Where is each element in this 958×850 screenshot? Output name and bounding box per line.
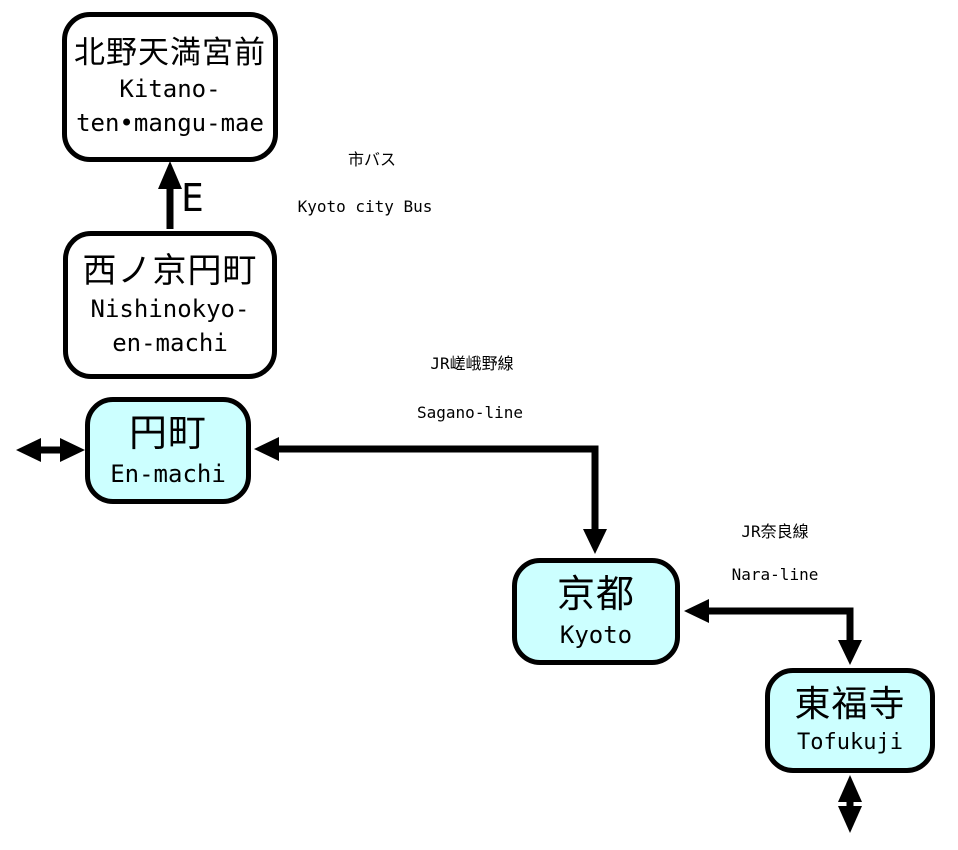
- node-kitano-tenmangu-mae: 北野天満宮前 Kitano- ten•mangu-mae: [62, 12, 278, 162]
- arrow-nara-line: [684, 599, 862, 665]
- station-name-jp: 東福寺: [794, 684, 906, 726]
- station-name-en: en-machi: [112, 329, 228, 358]
- label-sagano-line-jp: JR嵯峨野線: [430, 354, 514, 373]
- label-sagano-line-en: Sagano-line: [417, 403, 523, 422]
- station-name-en: Kitano-: [119, 75, 221, 104]
- label-nara-line-en: Nara-line: [731, 565, 819, 584]
- station-name-jp: 北野天満宮前: [74, 34, 266, 71]
- label-bus-route-letter: E: [181, 176, 204, 220]
- node-nishinokyo-en-machi: 西ノ京円町 Nishinokyo- en-machi: [63, 231, 277, 379]
- arrow-bus-route-e: [158, 161, 182, 229]
- station-name-jp: 円町: [128, 410, 207, 455]
- station-name-jp: 西ノ京円町: [82, 250, 258, 291]
- node-en-machi: 円町 En-machi: [85, 397, 251, 504]
- station-name-en: Tofukuji: [797, 730, 903, 756]
- label-city-bus-jp: 市バス: [347, 150, 396, 169]
- label-city-bus-en: Kyoto city Bus: [297, 197, 433, 216]
- station-name-en: ten•mangu-mae: [76, 109, 264, 138]
- station-name-en: Nishinokyo-: [90, 295, 250, 324]
- station-name-jp: 京都: [556, 571, 635, 616]
- double-arrow-south-of-tofukuji: [838, 775, 862, 833]
- node-kyoto: 京都 Kyoto: [512, 558, 680, 665]
- double-arrow-west-of-en-machi: [16, 438, 85, 462]
- node-tofukuji: 東福寺 Tofukuji: [765, 668, 935, 773]
- station-name-en: Kyoto: [559, 621, 633, 650]
- label-nara-line-jp: JR奈良線: [741, 522, 809, 541]
- station-name-en: En-machi: [110, 460, 226, 489]
- arrow-sagano-line: [254, 437, 607, 554]
